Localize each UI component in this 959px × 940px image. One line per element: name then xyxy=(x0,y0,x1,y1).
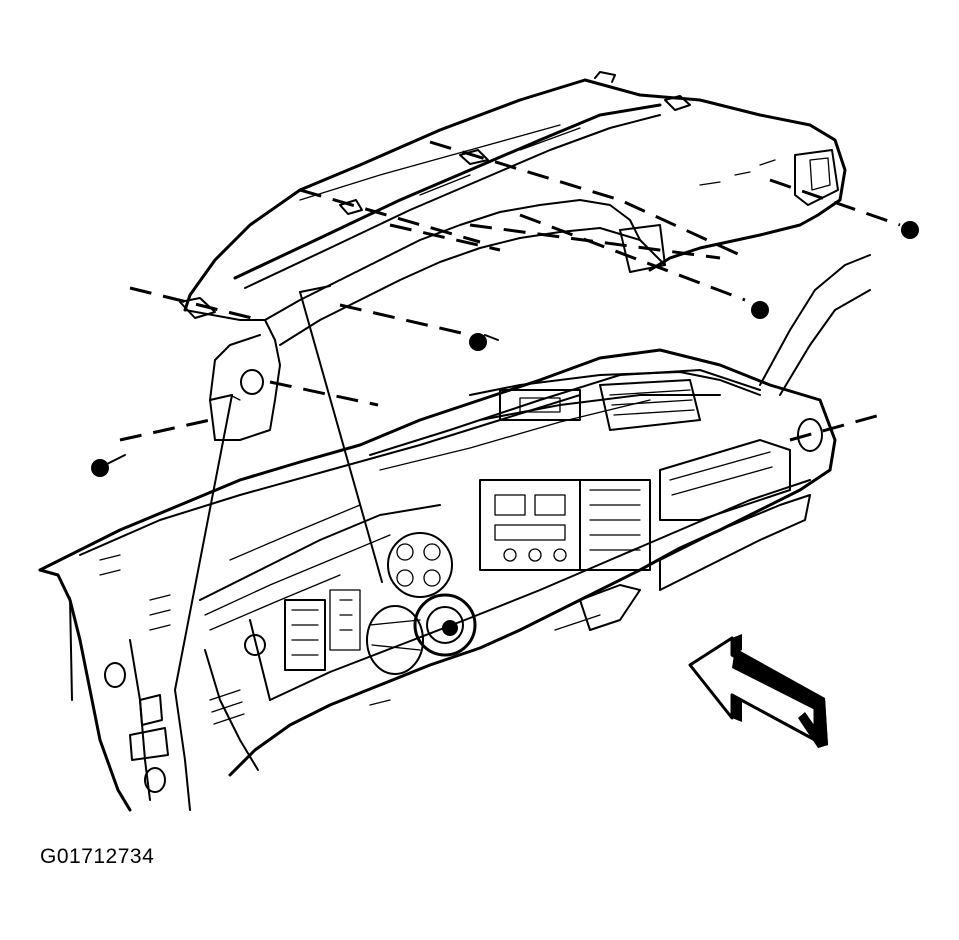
figure-id-label: G01712734 xyxy=(40,845,155,868)
leader-lines xyxy=(174,285,383,691)
hvac-module xyxy=(99,371,823,761)
bolt-1 xyxy=(469,333,499,351)
bolt-3 xyxy=(901,221,919,239)
bolt-2 xyxy=(751,301,769,319)
bolt-4 xyxy=(91,454,126,477)
alignment-lines xyxy=(119,140,901,442)
instrument-panel-carrier xyxy=(38,254,871,812)
direction-arrow-icon xyxy=(688,634,828,748)
